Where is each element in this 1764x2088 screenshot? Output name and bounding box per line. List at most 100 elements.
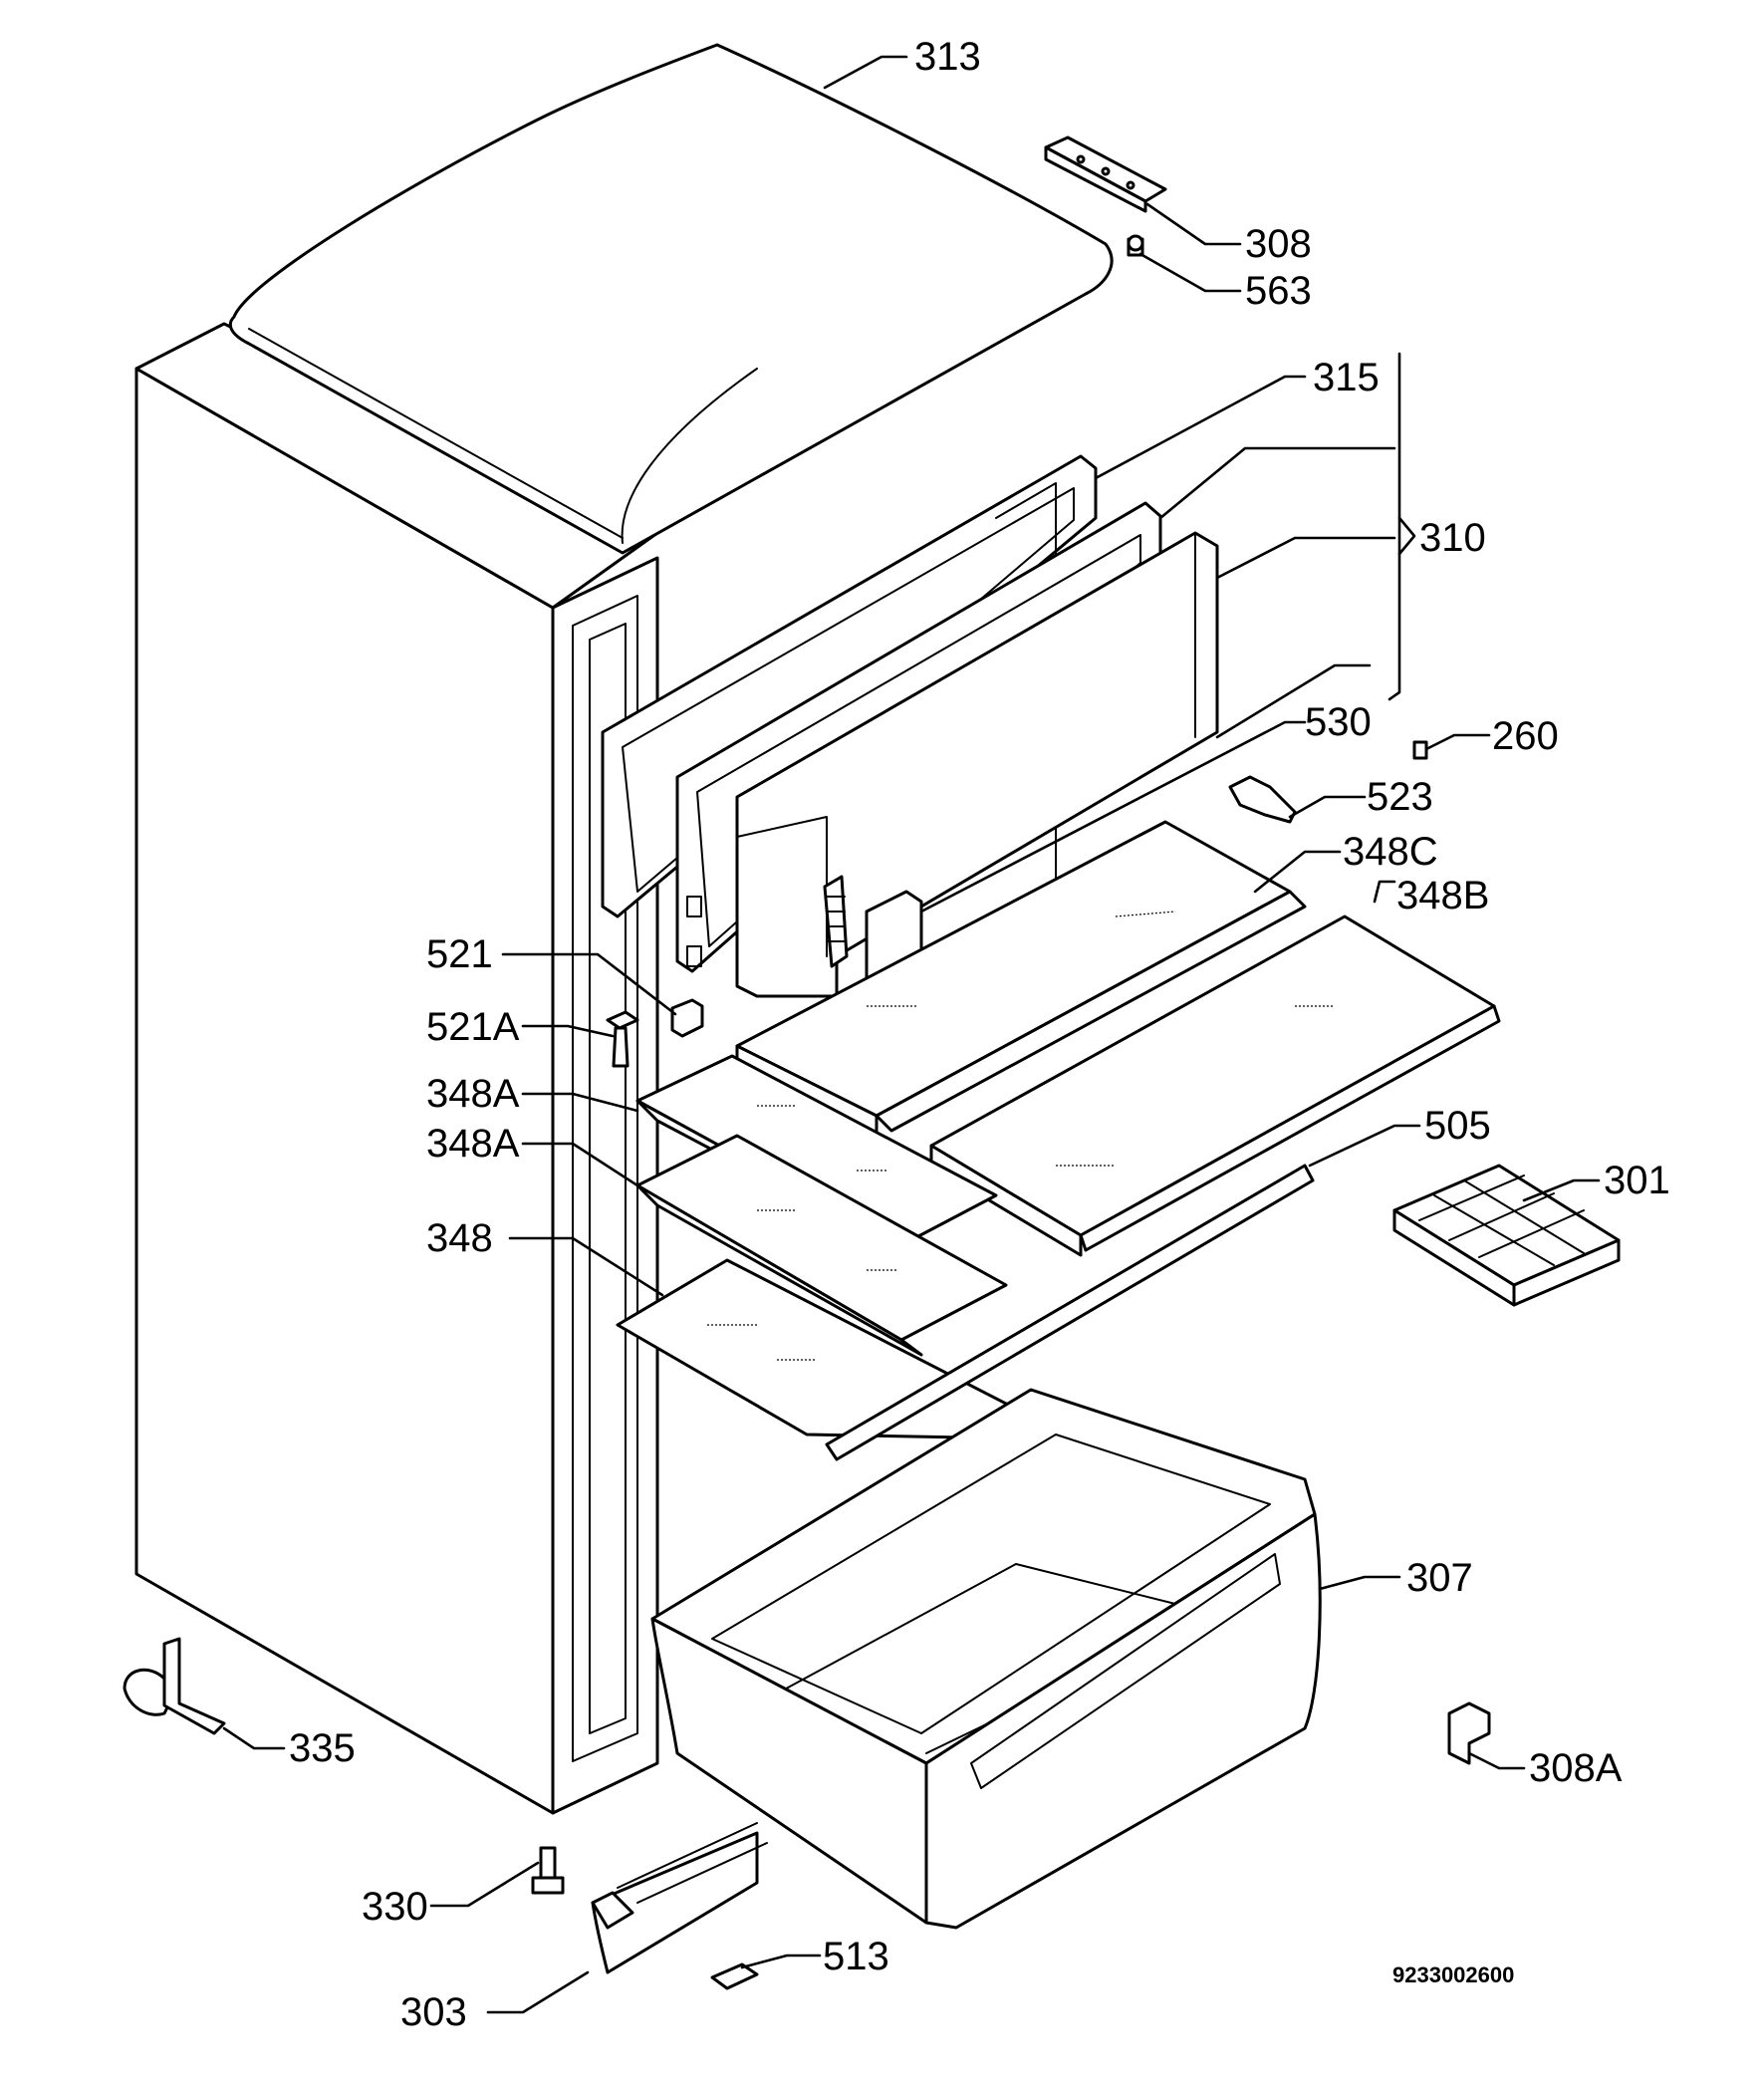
- kickplate-303: [591, 1822, 768, 1974]
- light-cover-ribs: [826, 896, 846, 942]
- leader-301: [1522, 1178, 1601, 1202]
- leader-563: [1138, 252, 1242, 293]
- label-313: 313: [914, 35, 981, 79]
- shelf-348A-lower: [635, 1134, 1008, 1357]
- screw-563-head: [1127, 234, 1144, 252]
- label-521: 521: [426, 932, 493, 976]
- label-308: 308: [1245, 222, 1312, 266]
- label-315: 315: [1313, 356, 1380, 399]
- knob-521-body: [670, 998, 704, 1038]
- shelf-348A-upper-hatch: [757, 1105, 886, 1172]
- lamp-holder-body: [1228, 775, 1297, 824]
- leader-lines: [222, 55, 1601, 2014]
- leader-348A-2: [521, 1142, 639, 1187]
- label-530: 530: [1305, 700, 1372, 744]
- label-301: 301: [1604, 1159, 1670, 1202]
- bracket-308A-body: [1447, 1701, 1491, 1765]
- shelf-348-hatch: [707, 1324, 817, 1361]
- label-523: 523: [1367, 775, 1433, 819]
- label-348A-1: 348A: [426, 1072, 520, 1116]
- leader-308: [1145, 202, 1242, 246]
- cabinet-door-gasket: [572, 595, 638, 1762]
- lamp-holder-523: [1228, 775, 1297, 824]
- leader-348B: [1373, 880, 1396, 904]
- leader-530: [919, 720, 1307, 914]
- label-335: 335: [289, 1726, 356, 1770]
- label-310: 310: [1419, 516, 1486, 560]
- shelf-348B: [929, 914, 1501, 1257]
- drawer-side: [924, 1512, 1322, 1930]
- leader-303: [486, 1970, 590, 2014]
- foot-335-bracket: [162, 1637, 226, 1735]
- label-348C: 348C: [1343, 830, 1438, 874]
- shelf-348C: [735, 820, 1307, 1138]
- label-348A-2: 348A: [426, 1122, 520, 1166]
- cabinet-body: [134, 322, 659, 1815]
- foot-335: [123, 1637, 226, 1735]
- top-cover-contour: [621, 368, 758, 544]
- pad-513-body: [710, 1962, 759, 1990]
- top-cover-lower-edge: [248, 328, 624, 539]
- part-labels: 313 308 563 315 310 530 260 523 348C 348…: [289, 35, 1670, 2034]
- pad-513: [710, 1962, 759, 1990]
- leader-310c: [1215, 663, 1372, 739]
- leader-307: [1318, 1575, 1401, 1591]
- lamp-521A-stem: [612, 1026, 630, 1068]
- leader-513: [740, 1954, 822, 1969]
- shelf-348B-hatch: [1056, 1005, 1335, 1167]
- inner-frame-clip-2: [686, 945, 702, 967]
- drawer-handle: [970, 1553, 1281, 1789]
- bracket-310-line: [1387, 352, 1401, 701]
- knob-521: [670, 998, 704, 1038]
- leader-335: [222, 1726, 286, 1750]
- leader-330: [429, 1861, 540, 1908]
- lamp-521A-cap: [606, 1010, 639, 1030]
- label-348: 348: [426, 1216, 493, 1260]
- leader-315: [1094, 375, 1307, 480]
- screw-330: [531, 1846, 565, 1895]
- hinge-bracket-308: [1044, 135, 1167, 213]
- kickplate-303-groove: [617, 1822, 768, 1904]
- shelf-348A-lower-rail: [635, 1183, 923, 1357]
- leader-260: [1424, 733, 1491, 751]
- shelf-348A-lower-hatch: [757, 1209, 896, 1271]
- leader-348A-1: [521, 1092, 639, 1113]
- bracket-310: [1387, 352, 1416, 701]
- leader-523: [1288, 795, 1367, 819]
- label-307: 307: [1406, 1556, 1473, 1600]
- kickplate-303-end: [591, 1891, 634, 1930]
- label-563: 563: [1245, 269, 1312, 313]
- screw-563: [1127, 234, 1144, 257]
- bracket-310-notch: [1397, 516, 1416, 556]
- leader-308A: [1467, 1751, 1526, 1770]
- crisper-drawer-307: [650, 1388, 1322, 1930]
- rail-505-bar: [825, 1164, 1315, 1461]
- bracket-hole-3: [1126, 180, 1135, 190]
- kickplate-303-body: [591, 1831, 759, 1974]
- screw-330-head: [531, 1876, 565, 1895]
- screw-330-shank: [539, 1846, 557, 1880]
- label-521A: 521A: [426, 1005, 520, 1049]
- shelf-348C-front-rail: [875, 890, 1307, 1133]
- ice-tray-front: [1512, 1238, 1621, 1307]
- shelf-348C-hatch: [867, 911, 1176, 1007]
- door-frame-inner: [622, 487, 1075, 893]
- ice-tray-301: [1392, 1164, 1621, 1307]
- drawer-front: [650, 1617, 928, 1925]
- shelf-348B-rail-left: [929, 1144, 1083, 1257]
- drawer-inner: [711, 1434, 1271, 1734]
- rail-505: [825, 1164, 1315, 1461]
- leader-310b: [1215, 536, 1396, 580]
- top-cover-313: [228, 43, 1114, 555]
- ice-tray-cells: [1418, 1174, 1585, 1266]
- label-308A: 308A: [1529, 1746, 1623, 1790]
- drawing-code: 9233002600: [1392, 1962, 1514, 1987]
- leader-521: [501, 952, 677, 1016]
- leader-521A: [521, 1024, 615, 1038]
- leader-310a: [1158, 446, 1396, 520]
- bracket-side: [1044, 145, 1147, 213]
- shelf-348B-front-rail: [1079, 1004, 1501, 1252]
- label-303: 303: [400, 1990, 467, 2034]
- leader-505: [1308, 1124, 1421, 1168]
